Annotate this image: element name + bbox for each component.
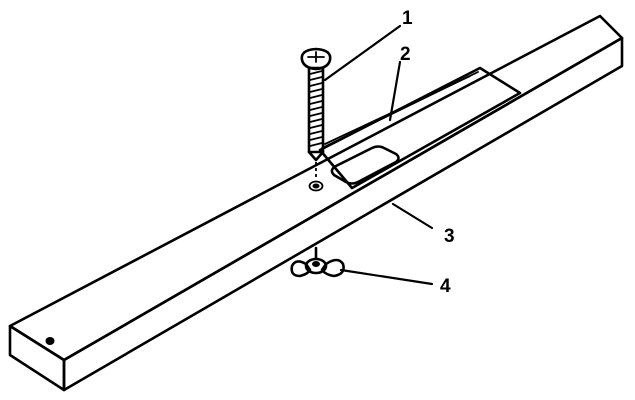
callout-2: 2 [400, 44, 411, 65]
wing-nut-left-wing [290, 260, 312, 278]
slot-shadow-line [324, 75, 471, 145]
end-hole [45, 337, 55, 345]
screw-hole [308, 180, 324, 192]
slot-outline [318, 66, 522, 190]
slot-window [330, 145, 400, 185]
leader-2 [388, 60, 402, 122]
screw-shank [307, 66, 325, 154]
screw [300, 47, 332, 180]
leader-3 [391, 202, 434, 230]
screw-thread [309, 70, 323, 147]
callout-3: 3 [444, 226, 455, 247]
wing-nut [290, 246, 345, 278]
guide-bar-front-face [8, 324, 66, 392]
leader-4 [339, 268, 434, 286]
wing-nut-right-wing [320, 258, 345, 278]
screw-tip [307, 150, 325, 162]
guide-bar [8, 14, 624, 392]
slot [318, 66, 522, 190]
guide-bar-side-face [62, 36, 624, 392]
leader-lines [323, 24, 434, 286]
callout-1: 1 [402, 8, 413, 29]
callout-4: 4 [440, 276, 451, 297]
wing-nut-hub [304, 257, 328, 275]
leader-1 [323, 24, 402, 82]
callout-labels: 1 2 3 4 [400, 8, 455, 297]
